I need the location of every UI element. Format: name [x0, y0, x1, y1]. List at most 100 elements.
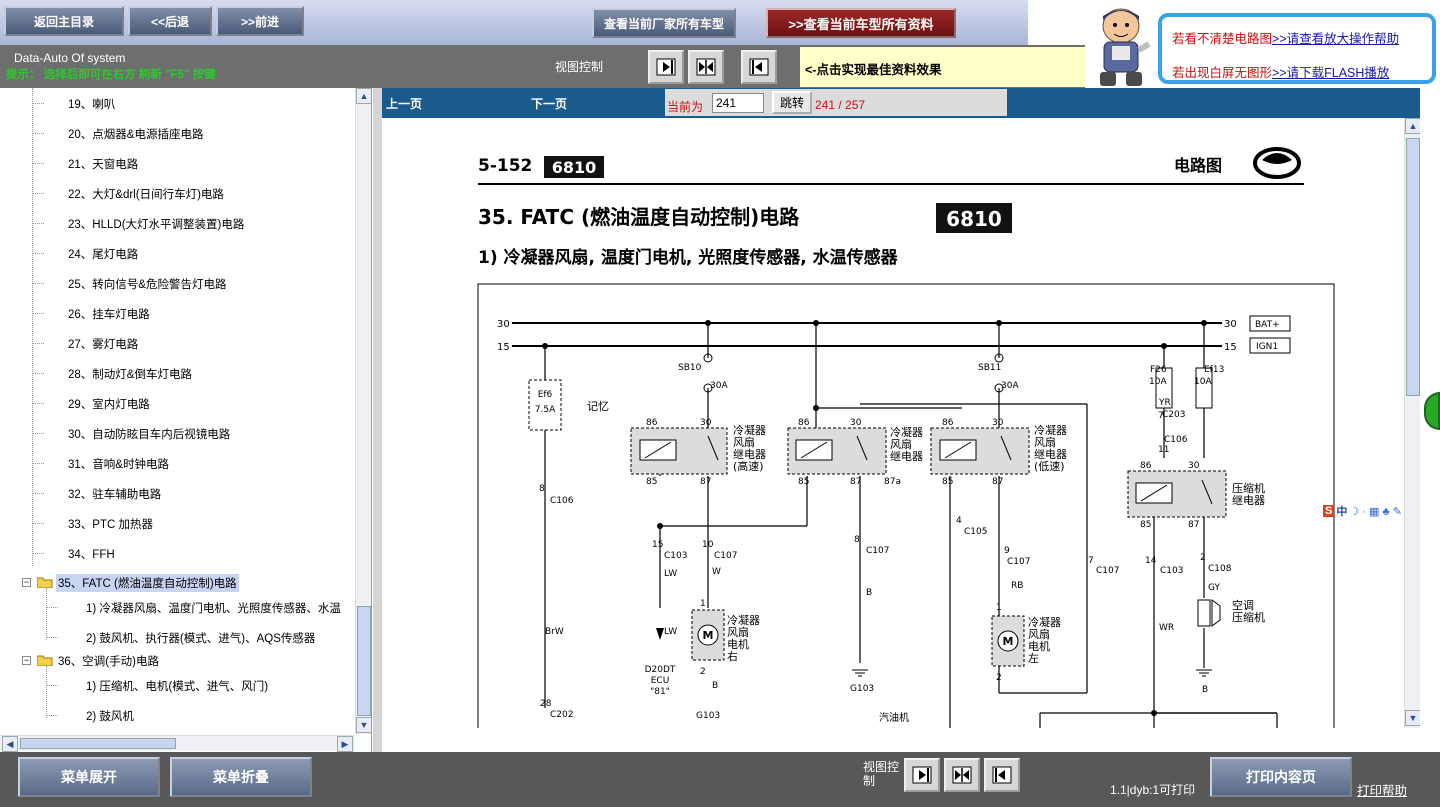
zoom-help-link[interactable]: >>请查看放大操作帮助: [1272, 32, 1400, 46]
tree-connector: [46, 637, 58, 638]
section-badge-box: [936, 203, 1012, 233]
tree-subitem[interactable]: 1) 冷凝器风扇、温度门电机、光照度传感器、水温: [86, 603, 341, 615]
content-scroll-thumb[interactable]: [1406, 138, 1420, 396]
next-page-link[interactable]: 下一页: [531, 97, 568, 111]
tree-item[interactable]: 31、音响&时钟电路: [68, 459, 169, 471]
tree-item[interactable]: 32、驻车辅助电路: [68, 489, 162, 501]
content-vertical-scrollbar[interactable]: ▲ ▼: [1404, 118, 1421, 728]
relay-comp-line1: 压缩机: [1232, 481, 1265, 495]
bottom-view-left-button[interactable]: [984, 758, 1020, 792]
collapse-36-icon[interactable]: −: [22, 655, 31, 665]
f26-amp: 10A: [1149, 377, 1167, 387]
motor-r-pin2: 2: [700, 667, 706, 677]
wire-wr: WR: [1159, 623, 1174, 633]
home-button[interactable]: 返回主目录: [4, 6, 124, 36]
tree-subitem[interactable]: 2) 鼓风机、执行器(模式、进气)、AQS传感器: [86, 633, 316, 645]
tree-connector: [32, 343, 44, 344]
view-left-button[interactable]: [741, 50, 777, 84]
tree-connector: [32, 133, 44, 134]
scroll-right-icon[interactable]: ▶: [337, 736, 353, 752]
bus30-left: 30: [497, 319, 510, 330]
tree-item[interactable]: 24、尾灯电路: [68, 249, 139, 261]
tree-item[interactable]: 20、点烟器&电源插座电路: [68, 129, 204, 141]
tree-folder-35[interactable]: 35、FATC (燃油温度自动控制)电路: [56, 574, 239, 592]
page-number-input[interactable]: [712, 93, 764, 113]
forward-button[interactable]: >>前进: [216, 6, 304, 36]
tree-connector: [32, 403, 44, 404]
tree-folder-36[interactable]: 36、空调(手动)电路: [58, 656, 159, 668]
scroll-up-icon[interactable]: ▲: [356, 88, 371, 104]
tree-subitem[interactable]: 1) 压缩机、电机(模式、进气、风门): [86, 681, 269, 693]
help-line1-text: 若看不清楚电路图: [1172, 32, 1273, 46]
circuit-diagram: 5-152 6810 电路图 35. FATC (燃油温度自动控制)电路 681…: [477, 147, 1335, 728]
tree-connector: [46, 685, 58, 686]
prev-page-link[interactable]: 上一页: [386, 97, 423, 111]
tree-item[interactable]: 23、HLLD(大灯水平调整装置)电路: [68, 219, 245, 231]
tree-item[interactable]: 33、PTC 加热器: [68, 519, 153, 531]
tree-connector: [32, 283, 44, 284]
content-scroll-down-icon[interactable]: ▼: [1405, 710, 1421, 726]
relay-mid-pin86: 86: [798, 418, 810, 428]
collapse-35-icon[interactable]: −: [22, 577, 31, 587]
mechanic-mascot-icon: [1088, 4, 1154, 88]
view-both-button[interactable]: [688, 50, 724, 84]
back-button[interactable]: <<后退: [128, 6, 212, 36]
tree-connector: [32, 493, 44, 494]
content-scroll-up-icon[interactable]: ▲: [1405, 118, 1421, 134]
page-jump-panel: 当前为 跳转 241 / 257: [665, 89, 1007, 116]
motor-l-pin1: 1: [996, 603, 1002, 613]
tree-item[interactable]: 29、室内灯电路: [68, 399, 150, 411]
c106-pin: 8: [539, 484, 545, 494]
view-right-button[interactable]: [648, 50, 684, 84]
tree-scroll-thumb[interactable]: [357, 606, 371, 716]
c107-label-2: C107: [866, 546, 889, 556]
top-toolbar: 返回主目录 <<后退 >>前进 查看当前厂家所有车型 >>查看当前车型所有资料: [0, 0, 1028, 45]
junction-dots: [542, 320, 1207, 716]
menu-collapse-button[interactable]: 菜单折叠: [170, 757, 312, 797]
print-button[interactable]: 打印内容页: [1210, 757, 1352, 797]
tree-item[interactable]: 26、挂车灯电路: [68, 309, 150, 321]
menu-expand-button[interactable]: 菜单展开: [18, 757, 160, 797]
brand-logo-icon: [1253, 147, 1301, 179]
maker-models-button[interactable]: 查看当前厂家所有车型: [592, 8, 736, 38]
flash-download-link[interactable]: >>请下载FLASH播放: [1272, 66, 1390, 80]
fuse-ef6-box: [528, 379, 562, 431]
model-all-data-button[interactable]: >>查看当前车型所有资料: [766, 8, 956, 38]
g103-label-1: G103: [850, 684, 874, 694]
c108-label: C108: [1208, 564, 1232, 574]
c107-label-3: C107: [1007, 557, 1030, 567]
relay-hi-pin30: 30: [700, 418, 712, 428]
tree-subitem[interactable]: 2) 鼓风机: [86, 711, 134, 723]
arrow-right-icon: [656, 58, 676, 76]
tree-item[interactable]: 34、FFH: [68, 549, 115, 561]
tree-horizontal-scrollbar[interactable]: ◀ ▶: [0, 735, 355, 752]
tree-hscroll-thumb[interactable]: [20, 738, 176, 749]
relay-mid-line3: 继电器: [890, 450, 923, 463]
bottom-view-both-button[interactable]: [944, 758, 980, 792]
help-box: 若看不清楚电路图>>请查看放大操作帮助 若出现白屏无图形>>请下载FLASH播放: [1158, 13, 1436, 84]
tree-item[interactable]: 30、自动防眩目车内后视镜电路: [68, 429, 231, 441]
wire-gy: GY: [1208, 583, 1221, 593]
bottom-view-right-button[interactable]: [904, 758, 940, 792]
tree-item[interactable]: 21、天窗电路: [68, 159, 139, 171]
memory-label: 记忆: [587, 400, 609, 413]
tree-item[interactable]: 27、雾灯电路: [68, 339, 139, 351]
c202-label: C202: [550, 710, 573, 720]
scroll-left-icon[interactable]: ◀: [2, 736, 18, 752]
c107-pin-10: 10: [702, 540, 714, 550]
menu-tree: 19、喇叭 20、点烟器&电源插座电路 21、天窗电路 22、大灯&drl(日间行车灯…: [0, 88, 372, 752]
bottom-toolbar: 菜单展开 菜单折叠 视图控制 1.1|dyb:1可打印 打印内容页 打印帮助: [0, 752, 1440, 807]
c103-label: C103: [664, 551, 687, 561]
splitter[interactable]: [373, 88, 382, 752]
tree-item[interactable]: 25、转向信号&危险警告灯电路: [68, 279, 227, 291]
tree-guide: [32, 88, 33, 566]
scroll-down-icon[interactable]: ▼: [356, 717, 371, 733]
tree-item[interactable]: 19、喇叭: [68, 99, 116, 111]
wire-lw-2: LW: [664, 627, 677, 637]
tree-item[interactable]: 22、大灯&drl(日间行车灯)电路: [68, 189, 224, 201]
print-help-link[interactable]: 打印帮助: [1357, 784, 1408, 798]
tree-item[interactable]: 28、制动灯&倒车灯电路: [68, 369, 192, 381]
ime-toolbar[interactable]: S 中 ☽ · ▦ ♣ ✎: [1323, 502, 1435, 520]
tree-vertical-scrollbar[interactable]: ▲ ▼: [355, 88, 371, 734]
jump-button[interactable]: 跳转: [772, 91, 812, 114]
